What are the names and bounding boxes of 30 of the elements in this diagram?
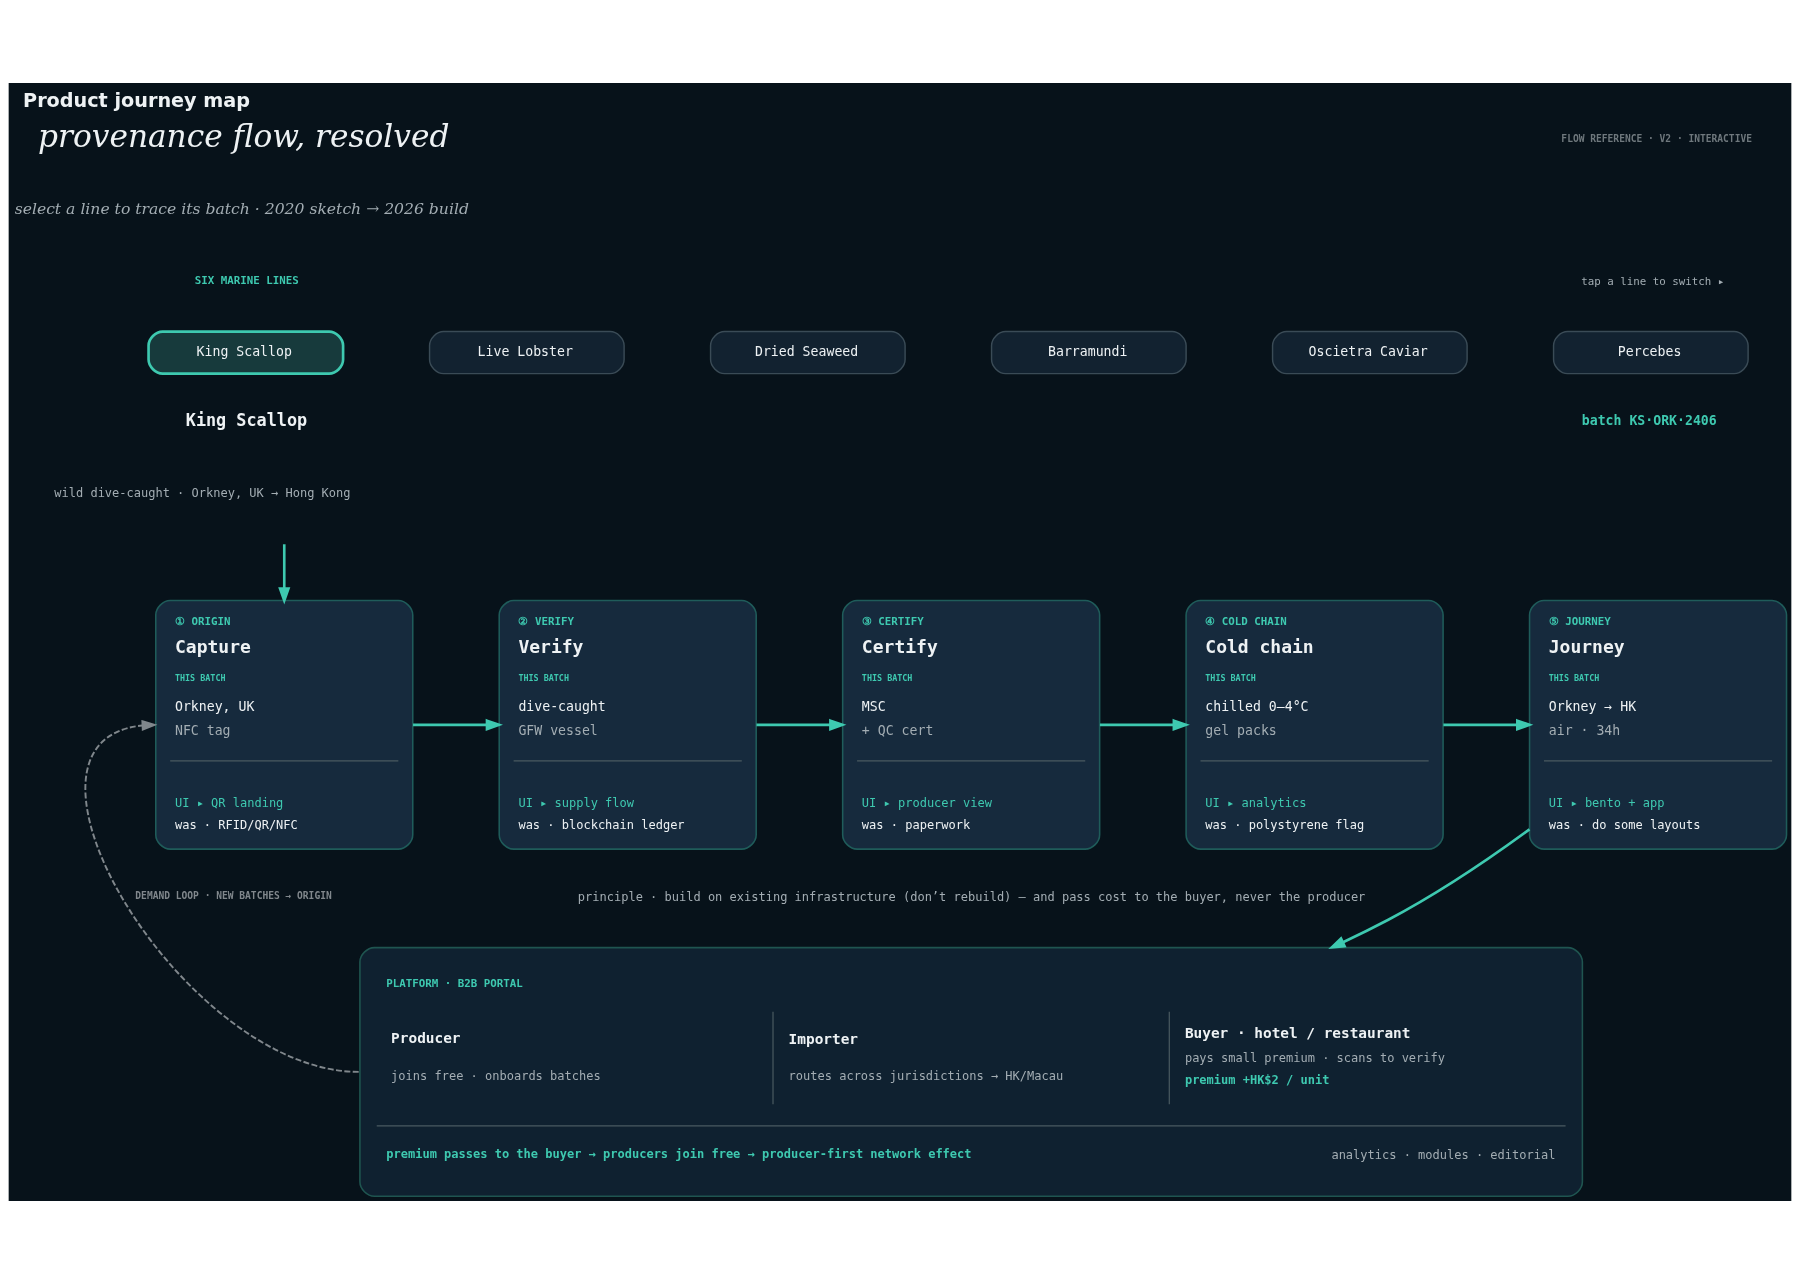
arrow <box>1099 718 1190 731</box>
label: tap a line to switch ▸ <box>1581 274 1725 288</box>
label: provenance flow, resolved <box>38 118 450 155</box>
label: principle · build on existing infrastructure (don’t rebuild) — and pass cost to the buyer, never the producer <box>577 890 1366 905</box>
node-box: Barramundi <box>990 330 1187 375</box>
node-box: Live Lobster <box>428 330 625 375</box>
label: King Scallop <box>185 410 308 431</box>
node-box: Oscietra Caviar <box>1271 330 1468 375</box>
label: select a line to trace its batch · 2020 sketch → 2026 build <box>14 200 469 219</box>
arrow <box>756 718 847 731</box>
node-box: ② VERIFY Verify THIS BATCH dive-caught GFW vessel UI ▸ supply flow was · blockchain ledger <box>498 599 757 850</box>
arrow <box>413 718 503 731</box>
diagram-title: Product journey map <box>23 88 251 112</box>
node-box: King Scallop <box>147 330 345 375</box>
label: batch KS·ORK·2406 <box>1581 413 1717 428</box>
edge-label: DEMAND LOOP · NEW BATCHES → ORIGIN <box>135 890 332 902</box>
arrow <box>1328 828 1531 950</box>
label: wild dive-caught · Orkney, UK → Hong Kong <box>54 485 351 500</box>
node-box: Dried Seaweed <box>709 330 906 375</box>
node-box: ⑤ JOURNEY Journey THIS BATCH Orkney → HK air · 34h UI ▸ bento + app was · do some layouts <box>1528 599 1788 850</box>
arrow <box>84 719 360 1073</box>
label: SIX MARINE LINES <box>194 273 299 287</box>
node-box: Percebes <box>1552 330 1749 375</box>
arrow <box>278 544 291 605</box>
node-box: PLATFORM · B2B PORTAL Producer joins free · onboards batches Importer routes across jurisdictions → HK/Macau Buyer · hotel / restaurant pays small premium · scans to verify premium +HK$2 / unit premium passes to the buyer → producers join free → producer-first network effect analytics · modules · editorial <box>359 946 1584 1197</box>
node-box: ③ CERTIFY Certify THIS BATCH MSC + QC cert UI ▸ producer view was · paperwork <box>841 599 1101 850</box>
arrow <box>1443 718 1534 731</box>
node-box: ④ COLD CHAIN Cold chain THIS BATCH chilled 0–4°C gel packs UI ▸ analytics was · polystyrene flag <box>1185 599 1444 850</box>
node-box: ① ORIGIN Capture THIS BATCH Orkney, UK NFC tag UI ▸ QR landing was · RFID/QR/NFC <box>155 599 414 850</box>
label: FLOW REFERENCE · V2 · INTERACTIVE <box>1561 132 1752 144</box>
